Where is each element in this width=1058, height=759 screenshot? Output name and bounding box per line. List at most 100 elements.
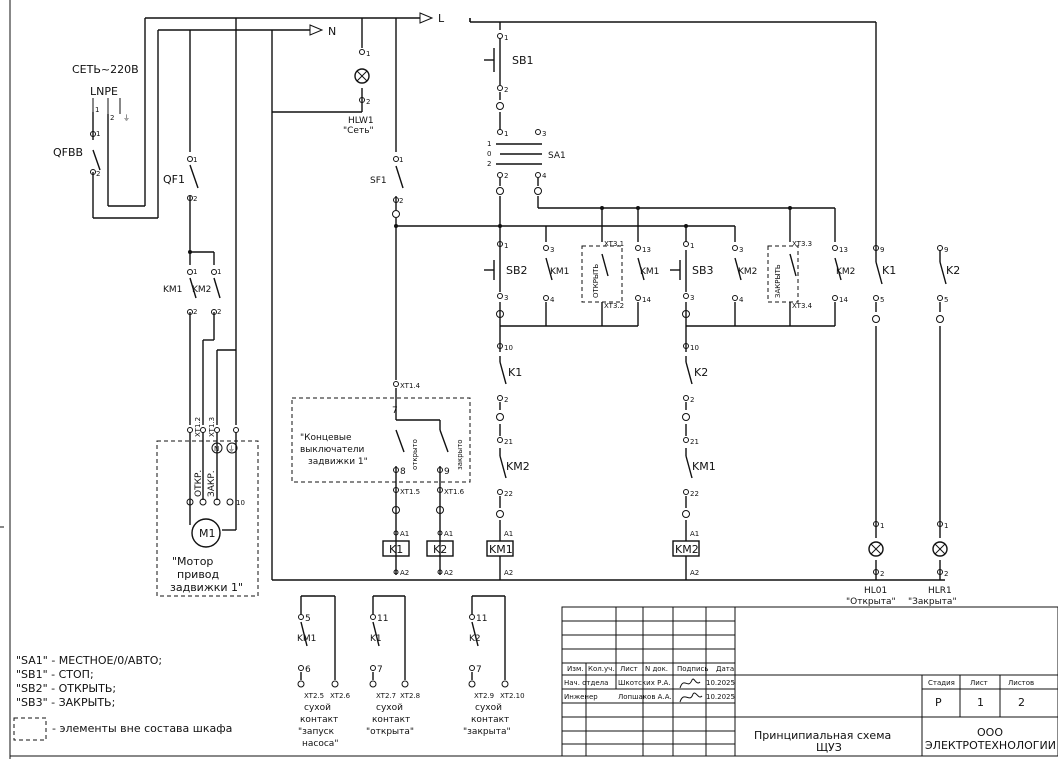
svg-text:XT1.3: XT1.3 <box>208 417 216 437</box>
svg-text:контакт: контакт <box>300 715 338 725</box>
remote-open-label: ОТКРЫТЬ <box>592 264 600 298</box>
svg-text:3: 3 <box>739 246 743 254</box>
svg-text:9: 9 <box>444 467 450 477</box>
signature-1-icon <box>679 678 701 689</box>
open-coil-path <box>499 340 507 580</box>
svg-text:Лист: Лист <box>970 679 988 687</box>
dry1-top: 5 <box>305 614 311 624</box>
svg-text:1: 1 <box>504 242 508 250</box>
svg-text:XT1.4: XT1.4 <box>400 382 421 390</box>
svg-text:1: 1 <box>880 522 884 530</box>
k2-coil <box>426 540 454 557</box>
svg-text:2: 2 <box>504 396 508 404</box>
km2-series-label: KM2 <box>506 460 530 473</box>
svg-text:13: 13 <box>839 246 848 254</box>
svg-text:1: 1 <box>95 106 99 114</box>
svg-text:Стадия: Стадия <box>928 679 955 687</box>
svg-text:13: 13 <box>642 246 651 254</box>
km1-aux2-label: KM1 <box>640 267 659 277</box>
svg-text:A2: A2 <box>400 569 409 577</box>
svg-text:"открыта": "открыта" <box>366 727 414 737</box>
svg-text:XT3.1: XT3.1 <box>604 240 624 248</box>
supply-bus <box>144 17 420 218</box>
svg-text:14: 14 <box>642 296 651 304</box>
svg-text:A1: A1 <box>444 530 453 538</box>
hlr1-desc: "Закрыта" <box>908 597 957 607</box>
control-bus-row <box>500 208 836 242</box>
hlr1-lamp-icon <box>932 541 948 557</box>
svg-text:1: 1 <box>96 130 100 138</box>
svg-text:2: 2 <box>217 308 221 316</box>
org-line2: ЭЛЕКТРОТЕХНОЛОГИИ <box>925 739 1056 752</box>
svg-text:Кол.уч.: Кол.уч. <box>588 665 614 673</box>
k2-series-label: K2 <box>694 366 708 379</box>
stage-value: Р <box>935 696 942 709</box>
svg-text:XT3.4: XT3.4 <box>792 302 813 310</box>
close-coil-path <box>685 340 693 580</box>
svg-text:1: 1 <box>193 156 197 164</box>
dry2-bottom: 7 <box>377 665 383 675</box>
svg-text:Листов: Листов <box>1008 679 1034 687</box>
svg-text:"запуск: "запуск <box>298 727 335 737</box>
dry3-top: 11 <box>476 614 487 624</box>
svg-text:⏚: ⏚ <box>228 445 235 453</box>
svg-text:A2: A2 <box>504 569 513 577</box>
svg-text:2: 2 <box>880 570 884 578</box>
motor-m1-label: M1 <box>199 527 216 540</box>
sheets-value: 2 <box>1018 696 1025 709</box>
supply-lnpe: LNPE <box>90 85 118 98</box>
remote-open-box <box>581 245 623 303</box>
svg-text:"закрыта": "закрыта" <box>463 727 511 737</box>
svg-text:3: 3 <box>504 294 508 302</box>
svg-text:1: 1 <box>504 130 508 138</box>
remote-close-box <box>767 245 799 303</box>
signature-2-icon <box>679 692 703 703</box>
km1-series-label: KM1 <box>692 460 716 473</box>
hlw1-lamp-icon <box>354 68 370 84</box>
svg-text:XT1.6: XT1.6 <box>444 488 465 496</box>
svg-text:⏚: ⏚ <box>123 114 130 122</box>
hlr1-label: HLR1 <box>928 586 952 596</box>
svg-text:сухой: сухой <box>376 703 403 713</box>
svg-text:Подпись: Подпись <box>677 665 709 673</box>
km1-coil <box>486 540 514 557</box>
arrow-l-icon <box>419 12 434 24</box>
svg-text:2: 2 <box>366 98 370 106</box>
svg-text:14: 14 <box>839 296 848 304</box>
supply-title: СЕТЬ~220В <box>72 63 139 76</box>
close-circuit <box>670 250 842 340</box>
km2-coil-label: KM2 <box>675 543 699 556</box>
svg-text:21: 21 <box>504 438 513 446</box>
km2-power-label: KM2 <box>192 285 211 295</box>
doc-title-line2: ЩУЗ <box>816 741 842 754</box>
svg-text:XT1.5: XT1.5 <box>400 488 420 496</box>
svg-text:XT3.3: XT3.3 <box>792 240 812 248</box>
motor-box <box>156 440 259 597</box>
tb-row1-date: 10.2025 <box>706 679 735 687</box>
dry3-relay: K2 <box>469 634 481 644</box>
svg-text:8: 8 <box>400 467 406 477</box>
km2-coil <box>672 540 700 557</box>
legend-box-note: - элементы вне состава шкафа <box>52 722 232 735</box>
hlw1-desc: "Сеть" <box>343 126 374 136</box>
qf1-branch <box>189 18 237 350</box>
doc-title-line1: Принципиальная схема <box>754 729 891 742</box>
svg-text:1: 1 <box>399 156 403 164</box>
svg-text:2: 2 <box>504 172 508 180</box>
svg-text:XT3.2: XT3.2 <box>604 302 624 310</box>
tb-row2-name: Лопшаков А.А. <box>618 693 672 701</box>
l-bus-right <box>469 18 877 250</box>
qf1-label: QF1 <box>163 173 185 186</box>
legend-box-sample <box>13 717 47 741</box>
hl01-lamp-icon <box>868 541 884 557</box>
svg-text:2: 2 <box>504 86 508 94</box>
sb3-label: SB3 <box>692 264 714 277</box>
svg-text:4: 4 <box>542 172 547 180</box>
svg-text:насоса": насоса" <box>302 739 338 749</box>
svg-text:21: 21 <box>690 438 699 446</box>
k1-coil-label: K1 <box>389 543 403 556</box>
tb-row2-date: 10.2025 <box>706 693 735 701</box>
svg-text:1: 1 <box>504 34 508 42</box>
indication-branches <box>875 250 947 580</box>
